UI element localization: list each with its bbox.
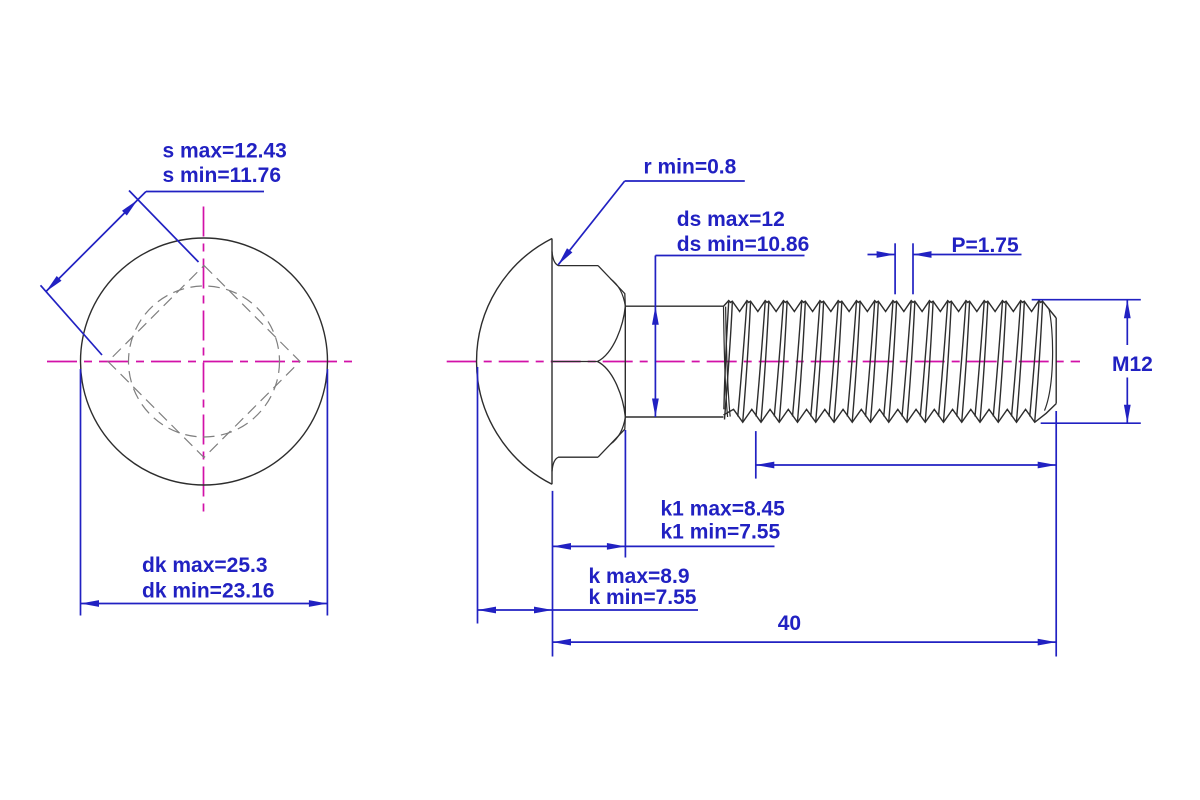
svg-text:k1 min=7.55: k1 min=7.55 [661, 521, 781, 544]
svg-text:k1 max=8.45: k1 max=8.45 [661, 498, 786, 521]
svg-text:M12: M12 [1112, 353, 1153, 376]
svg-text:dk max=25.3: dk max=25.3 [142, 554, 268, 577]
svg-text:40: 40 [778, 612, 801, 635]
svg-text:k min=7.55: k min=7.55 [589, 586, 697, 609]
svg-text:k max=8.9: k max=8.9 [589, 565, 690, 588]
svg-text:ds max=12: ds max=12 [677, 208, 785, 231]
svg-text:s max=12.43: s max=12.43 [163, 140, 287, 163]
svg-text:s min=11.76: s min=11.76 [163, 164, 282, 187]
svg-text:P=1.75: P=1.75 [952, 234, 1019, 257]
svg-text:dk min=23.16: dk min=23.16 [142, 580, 275, 603]
svg-text:ds min=10.86: ds min=10.86 [677, 233, 810, 256]
svg-text:r min=0.8: r min=0.8 [644, 155, 737, 178]
